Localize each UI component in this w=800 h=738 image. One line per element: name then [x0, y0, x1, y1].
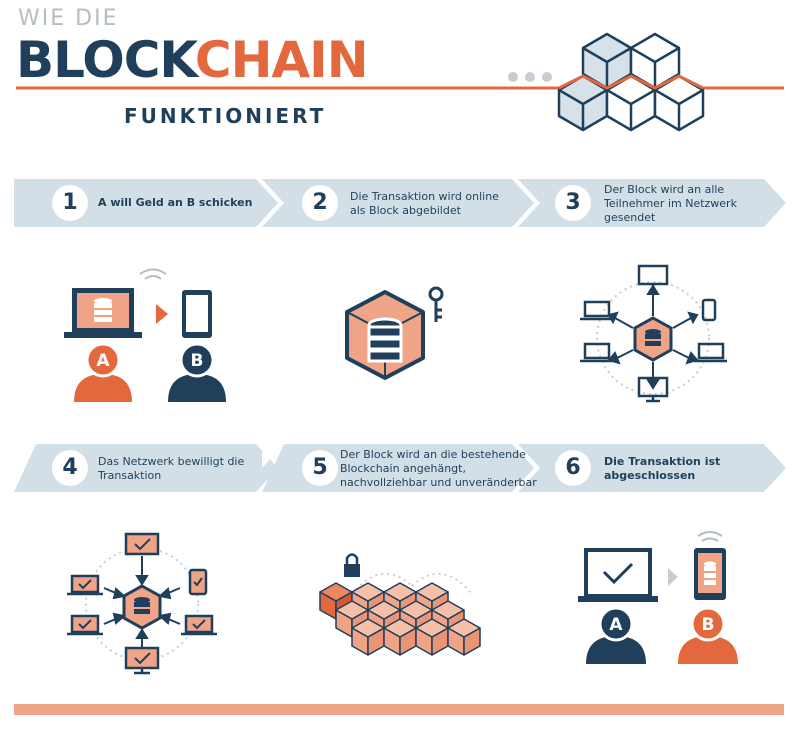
- database-icon: [94, 298, 112, 322]
- step-text-4-line: Transaktion: [98, 469, 162, 482]
- step-text-5: Der Block wird an die bestehende Blockch…: [340, 448, 537, 490]
- person-a-label: A: [96, 351, 110, 371]
- monitor-icon: [637, 264, 669, 288]
- phone-icon: [182, 290, 212, 338]
- title-line3: FUNKTIONIERT: [124, 104, 327, 128]
- person-a-label: A: [609, 615, 623, 635]
- step-text-2-line: als Block abgebildet: [350, 204, 461, 217]
- illustration-step-5: [319, 553, 481, 656]
- arrows-inward: [103, 556, 181, 654]
- header-dot: [542, 72, 552, 82]
- header-graphic: [16, 32, 784, 132]
- person-a-icon: A: [74, 342, 132, 402]
- footer-bar: [14, 704, 784, 715]
- laptop-check-icon: [67, 574, 103, 596]
- step-text-3-line: gesendet: [604, 211, 656, 224]
- illustration-step-6: A B: [578, 531, 738, 664]
- phone-check-icon: [188, 568, 208, 596]
- person-a-icon: A: [586, 606, 646, 664]
- header-dot: [525, 72, 535, 82]
- phone-icon: [694, 548, 726, 600]
- database-icon: [367, 317, 403, 363]
- illustration-step-2: [345, 286, 444, 380]
- illustration-step-3: [580, 264, 727, 403]
- step-number-2: 2: [302, 185, 338, 221]
- step-text-4: Das Netzwerk bewilligt die Transaktion: [98, 455, 244, 483]
- laptop-icon: [580, 342, 613, 363]
- laptop-check-icon: [181, 614, 217, 636]
- title-block: BLOCK: [16, 31, 196, 89]
- cube-cluster-icon: [557, 32, 705, 132]
- step-number-1: 1: [52, 185, 88, 221]
- monitor-icon: [637, 376, 669, 403]
- title-chain: CHAIN: [194, 31, 369, 89]
- step-text-3-line: Der Block wird an alle: [604, 183, 725, 196]
- key-icon: [428, 286, 444, 322]
- step-text-3: Der Block wird an alle Teilnehmer im Net…: [604, 183, 737, 225]
- step-text-6-line: Die Transaktion ist: [604, 455, 721, 468]
- step-text-5-line: Der Block wird an die bestehende: [340, 448, 526, 461]
- step-text-3-line: Teilnehmer im Netzwerk: [604, 197, 737, 210]
- step-text-2-line: Die Transaktion wird online: [350, 190, 499, 203]
- step-text-5-line: nachvollziehbar und unveränderbar: [340, 476, 537, 489]
- illustration-step-4: [67, 532, 217, 675]
- laptop-icon: [694, 342, 727, 363]
- step-text-1: A will Geld an B schicken: [98, 196, 253, 209]
- monitor-check-icon: [124, 646, 160, 675]
- step-text-6-line: abgeschlossen: [604, 469, 696, 482]
- phone-icon: [701, 298, 717, 322]
- monitor-check-icon: [124, 532, 160, 556]
- laptop-icon: [580, 300, 613, 321]
- wifi-icon: [697, 531, 723, 542]
- step-number-3: 3: [555, 185, 591, 221]
- title-line1: WIE DIE: [18, 6, 119, 31]
- step-text-6: Die Transaktion ist abgeschlossen: [604, 455, 720, 483]
- header-dot: [508, 72, 518, 82]
- step-text-5-line: Blockchain angehängt,: [340, 462, 466, 475]
- laptop-check-icon: [578, 548, 658, 602]
- step-text-4-line: Das Netzwerk bewilligt die: [98, 455, 245, 468]
- person-b-label: B: [702, 615, 715, 635]
- illustration-step-1: A B: [64, 268, 226, 402]
- title-line2: BLOCKCHAIN: [16, 30, 369, 90]
- arrow-icon: [668, 568, 678, 586]
- hub-block-icon: [122, 584, 162, 630]
- person-b-label: B: [191, 351, 204, 371]
- lock-icon: [344, 553, 360, 577]
- blockchain-cubes: [319, 582, 481, 656]
- laptop-check-icon: [67, 614, 103, 636]
- step-text-2: Die Transaktion wird online als Block ab…: [350, 190, 499, 218]
- hub-block-icon: [633, 316, 673, 362]
- person-b-icon: B: [168, 342, 226, 402]
- step-number-6: 6: [555, 450, 591, 486]
- wifi-icon: [139, 268, 167, 280]
- step-number-4: 4: [52, 450, 88, 486]
- person-b-icon: B: [678, 606, 738, 664]
- step-number-5: 5: [302, 450, 338, 486]
- arrow-icon: [156, 304, 168, 324]
